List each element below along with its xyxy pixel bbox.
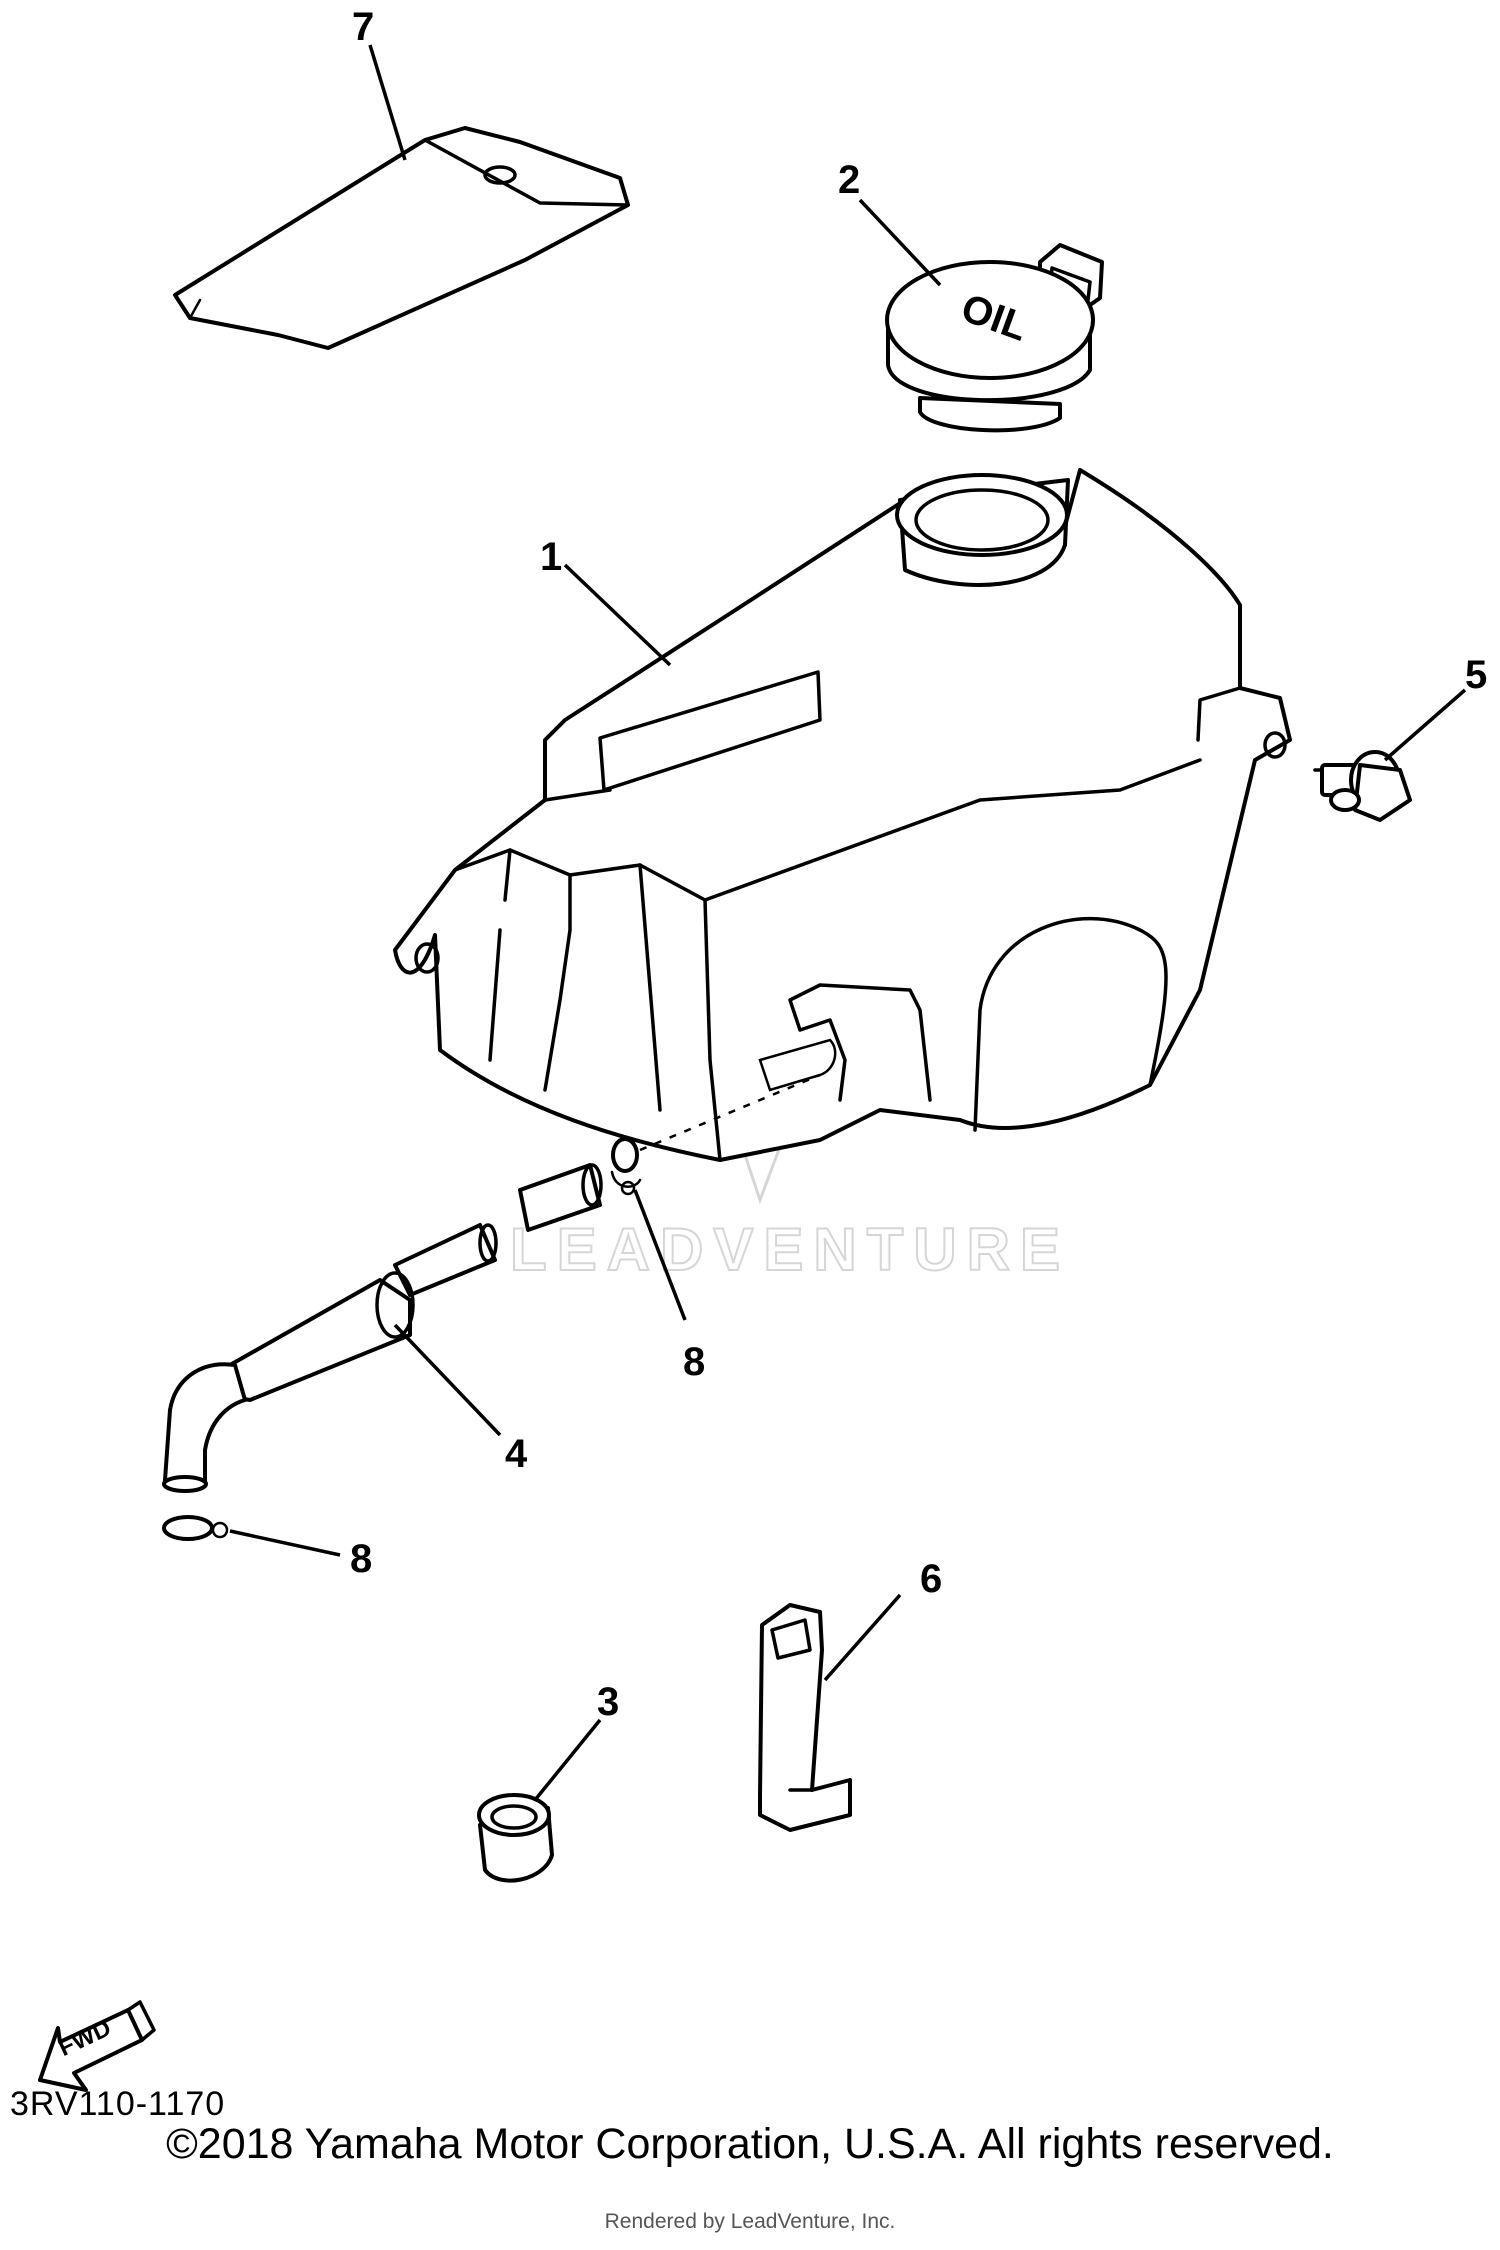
callout-label-6: 6 bbox=[920, 1557, 942, 1601]
watermark-text: LEADVENTURE bbox=[510, 1216, 1070, 1283]
assembly-line bbox=[639, 1073, 821, 1152]
callout-label-5: 5 bbox=[1465, 653, 1487, 697]
callout-4: 4 bbox=[393, 1323, 528, 1476]
oil-hose bbox=[162, 1163, 603, 1493]
callout-7: 7 bbox=[352, 5, 407, 161]
callout-5: 5 bbox=[1383, 653, 1487, 762]
rendered-by-text: Rendered by LeadVenture, Inc. bbox=[604, 2210, 896, 2233]
callout-3: 3 bbox=[533, 1680, 619, 1802]
callout-1: 1 bbox=[540, 535, 672, 667]
hose-clip-upper bbox=[610, 1137, 642, 1196]
callout-label-4: 4 bbox=[505, 1432, 528, 1476]
fwd-arrow: FWD bbox=[38, 2000, 156, 2092]
copyright-text: ©2018 Yamaha Motor Corporation, U.S.A. A… bbox=[166, 2120, 1334, 2168]
oil-cap: OIL bbox=[885, 243, 1104, 433]
bolt bbox=[1313, 750, 1412, 822]
callout-6: 6 bbox=[823, 1557, 942, 1682]
callout-label-2: 2 bbox=[838, 158, 860, 202]
tool-bag bbox=[173, 126, 630, 350]
callout-label-8-upper: 8 bbox=[683, 1340, 705, 1384]
grommet bbox=[477, 1793, 554, 1883]
callout-label-7: 7 bbox=[352, 5, 374, 49]
callout-label-1: 1 bbox=[540, 535, 562, 579]
callout-8-upper: 8 bbox=[633, 1189, 705, 1384]
callout-label-3: 3 bbox=[597, 1680, 619, 1724]
callout-label-8-lower: 8 bbox=[350, 1537, 372, 1581]
callout-2: 2 bbox=[838, 158, 942, 287]
oil-tank bbox=[393, 468, 1292, 1162]
diagram-code: 3RV110-1170 bbox=[10, 2085, 226, 2123]
watermark: LEADVENTURE bbox=[509, 994, 1070, 1284]
hose-clip-lower bbox=[162, 1515, 229, 1541]
callout-8-lower: 8 bbox=[229, 1529, 372, 1581]
tank-band bbox=[758, 1603, 852, 1832]
